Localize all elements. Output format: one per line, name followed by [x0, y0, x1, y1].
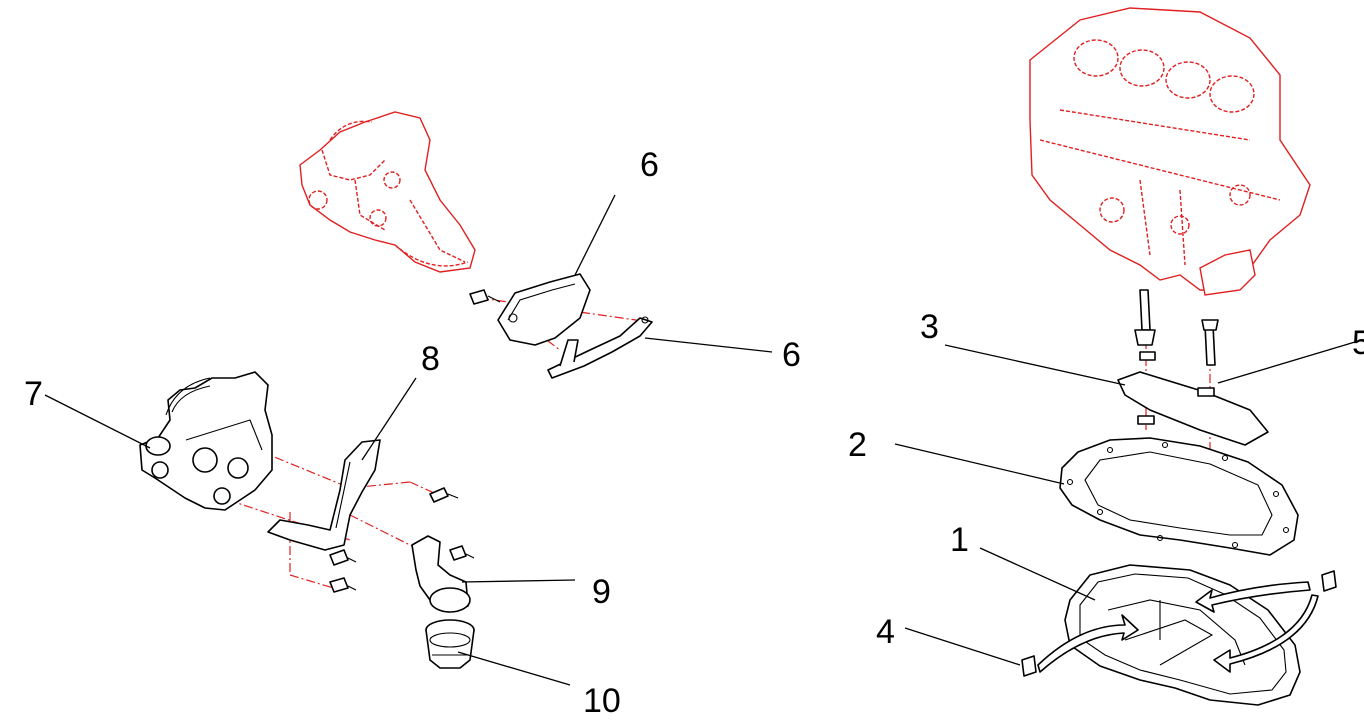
part-1-oil-pan: [1064, 564, 1301, 706]
callout-labels: 1 2 3 4 5 6 6 7 8 9 10: [24, 146, 1364, 720]
part-8-baffle: [267, 439, 381, 551]
leader-lines: [44, 194, 1356, 686]
part-6-bracket: [547, 316, 653, 379]
part-4-drain-plug: [1021, 570, 1337, 677]
callout-8: 8: [421, 340, 440, 378]
callout-6-bracket: 6: [782, 336, 801, 374]
part-10-strainer: [425, 619, 475, 669]
reference-engine-block: [1029, 7, 1311, 296]
callout-1: 1: [950, 521, 969, 559]
callout-3: 3: [920, 308, 939, 346]
part-7-oil-pump: [139, 371, 273, 511]
callout-2: 2: [848, 426, 867, 464]
callout-5: 5: [1352, 324, 1364, 362]
callout-4: 4: [876, 613, 895, 651]
part-2-gasket: [1059, 437, 1299, 556]
part-9-pickup-elbow: [411, 535, 471, 613]
bolts: [329, 289, 1219, 593]
callout-10: 10: [583, 682, 621, 720]
part-6-cover-plate: [469, 273, 591, 346]
install-arrows: [1037, 581, 1319, 673]
reference-oil-pump: [299, 111, 476, 273]
callout-7: 7: [24, 375, 43, 413]
callout-9: 9: [592, 573, 611, 611]
callout-6-cover: 6: [640, 146, 659, 184]
